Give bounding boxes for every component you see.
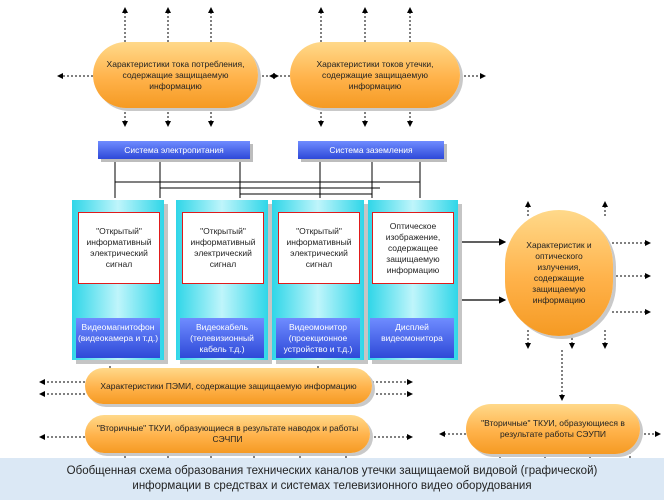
device-box-3: Видеомонитор (проекционное устройство и … xyxy=(276,318,360,358)
leakage-currents-ellipse: Характеристики токов утечки, содержащие … xyxy=(290,42,460,108)
signal-box-2: "Открытый" информативный электрический с… xyxy=(182,212,264,284)
signal-box-1: "Открытый" информативный электрический с… xyxy=(78,212,160,284)
figure-caption: Обобщенная схема образования технических… xyxy=(0,458,664,500)
signal-text-3: "Открытый" информативный электрический с… xyxy=(286,226,352,269)
secondary-left-ellipse: "Вторичные" ТКУИ, образующиеся в результ… xyxy=(85,415,370,453)
caption-line-1: Обобщенная схема образования технических… xyxy=(66,465,598,477)
current-consumption-ellipse: Характеристики тока потребления, содержа… xyxy=(93,42,258,108)
leakage-currents-text: Характеристики токов утечки, содержащие … xyxy=(316,58,434,91)
signal-text-1: "Открытый" информативный электрический с… xyxy=(86,226,152,269)
optical-radiation-ellipse: Характеристик и оптического излучения, с… xyxy=(505,210,613,336)
secondary-left-text: "Вторичные" ТКУИ, образующиеся в результ… xyxy=(96,423,359,444)
current-consumption-text: Характеристики тока потребления, содержа… xyxy=(106,58,245,91)
device-box-2: Видеокабель (телевизионный кабель т.д.) xyxy=(180,318,264,358)
signal-box-3: "Открытый" информативный электрический с… xyxy=(278,212,360,284)
caption-line-2: информации в средствах и системах телеви… xyxy=(132,480,532,492)
device-box-4: Дисплей видеомонитора xyxy=(370,318,454,358)
signal-box-4: Оптическое изображение, содержащее защищ… xyxy=(372,212,454,284)
power-system-bar: Система электропитания xyxy=(98,141,250,159)
signal-text-4: Оптическое изображение, содержащее защищ… xyxy=(385,220,441,275)
signal-text-2: "Открытый" информативный электрический с… xyxy=(190,226,256,269)
pemi-text: Характеристики ПЭМИ, содержащие защищаем… xyxy=(100,380,357,391)
secondary-right-text: "Вторичные" ТКУИ, образующиеся в результ… xyxy=(481,418,625,439)
secondary-right-ellipse: "Вторичные" ТКУИ, образующиеся в результ… xyxy=(466,404,640,454)
optical-radiation-text: Характеристик и оптического излучения, с… xyxy=(526,240,592,305)
grounding-system-bar: Система заземления xyxy=(298,141,444,159)
device-box-1: Видеомагнитофон (видеокамера и т.д.) xyxy=(76,318,160,358)
pemi-ellipse: Характеристики ПЭМИ, содержащие защищаем… xyxy=(85,368,372,404)
